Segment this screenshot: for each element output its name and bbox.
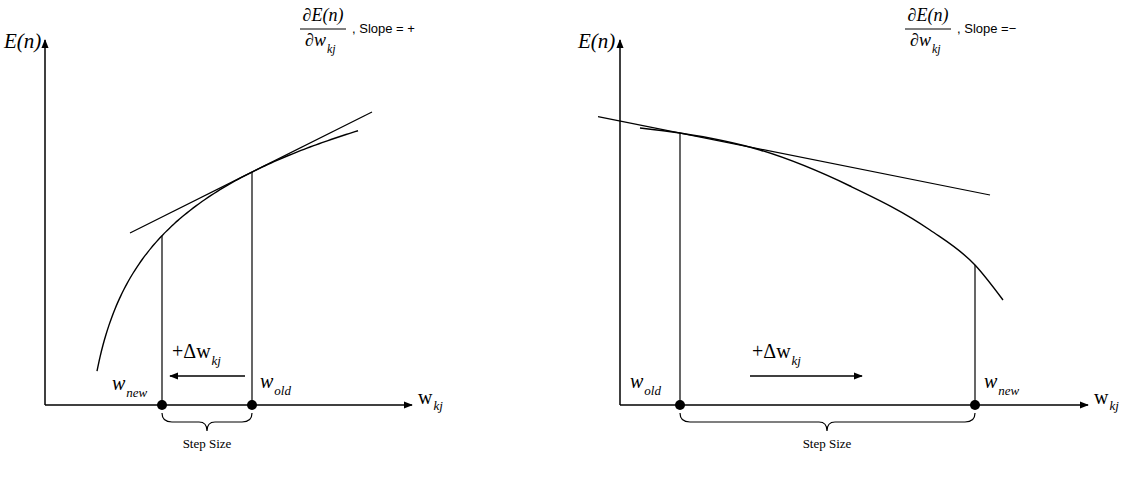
weight-dot (247, 400, 257, 410)
delta-label: +Δw (752, 340, 791, 362)
subscript: kj (327, 43, 336, 56)
weight-dot (970, 400, 980, 410)
axis-label: w (1094, 386, 1108, 408)
derivative-label: ∂E(n) (303, 6, 344, 26)
slope-label: , Slope =− (957, 22, 1016, 36)
subscript: kj (433, 399, 442, 413)
derivative-label: ∂E(n) (908, 6, 949, 26)
fraction-bar (300, 29, 346, 30)
step-size-label: Step Size (183, 437, 232, 451)
step-brace (162, 413, 252, 431)
step-size-label: Step Size (803, 437, 852, 451)
drop-line (161, 236, 162, 405)
x-axis (620, 404, 1088, 406)
subscript: kj (932, 43, 941, 56)
drop-line (974, 265, 975, 405)
derivative-label: ∂w (305, 31, 326, 51)
error-curve (97, 131, 358, 371)
subscript: kj (1109, 399, 1118, 413)
delta-label: +Δw (172, 340, 211, 362)
axis-label: w (418, 386, 432, 408)
subscript: kj (212, 354, 221, 368)
axis-label: E(n) (578, 30, 615, 53)
y-axis (44, 40, 46, 405)
error-curve (640, 128, 1003, 300)
fraction-bar (905, 29, 951, 30)
weight-label: w (112, 372, 125, 394)
weight-label: w (260, 370, 273, 392)
weight-dot (675, 400, 685, 410)
subscript: old (644, 384, 661, 398)
y-axis (619, 40, 621, 405)
axis-label: E(n) (4, 30, 41, 53)
step-arrow (750, 375, 862, 377)
drop-line (251, 172, 252, 405)
subscript: new (998, 384, 1019, 398)
weight-label: w (984, 370, 997, 392)
subscript: old (274, 384, 291, 398)
slope-label: , Slope = + (352, 22, 415, 36)
subscript: new (126, 386, 147, 400)
derivative-label: ∂w (910, 31, 931, 51)
x-axis (45, 404, 412, 406)
step-arrow (170, 375, 245, 377)
weight-label: w (630, 370, 643, 392)
subscript: kj (792, 354, 801, 368)
step-brace (680, 413, 975, 431)
drop-line (679, 133, 680, 405)
tangent-line (598, 117, 990, 195)
weight-dot (157, 400, 167, 410)
